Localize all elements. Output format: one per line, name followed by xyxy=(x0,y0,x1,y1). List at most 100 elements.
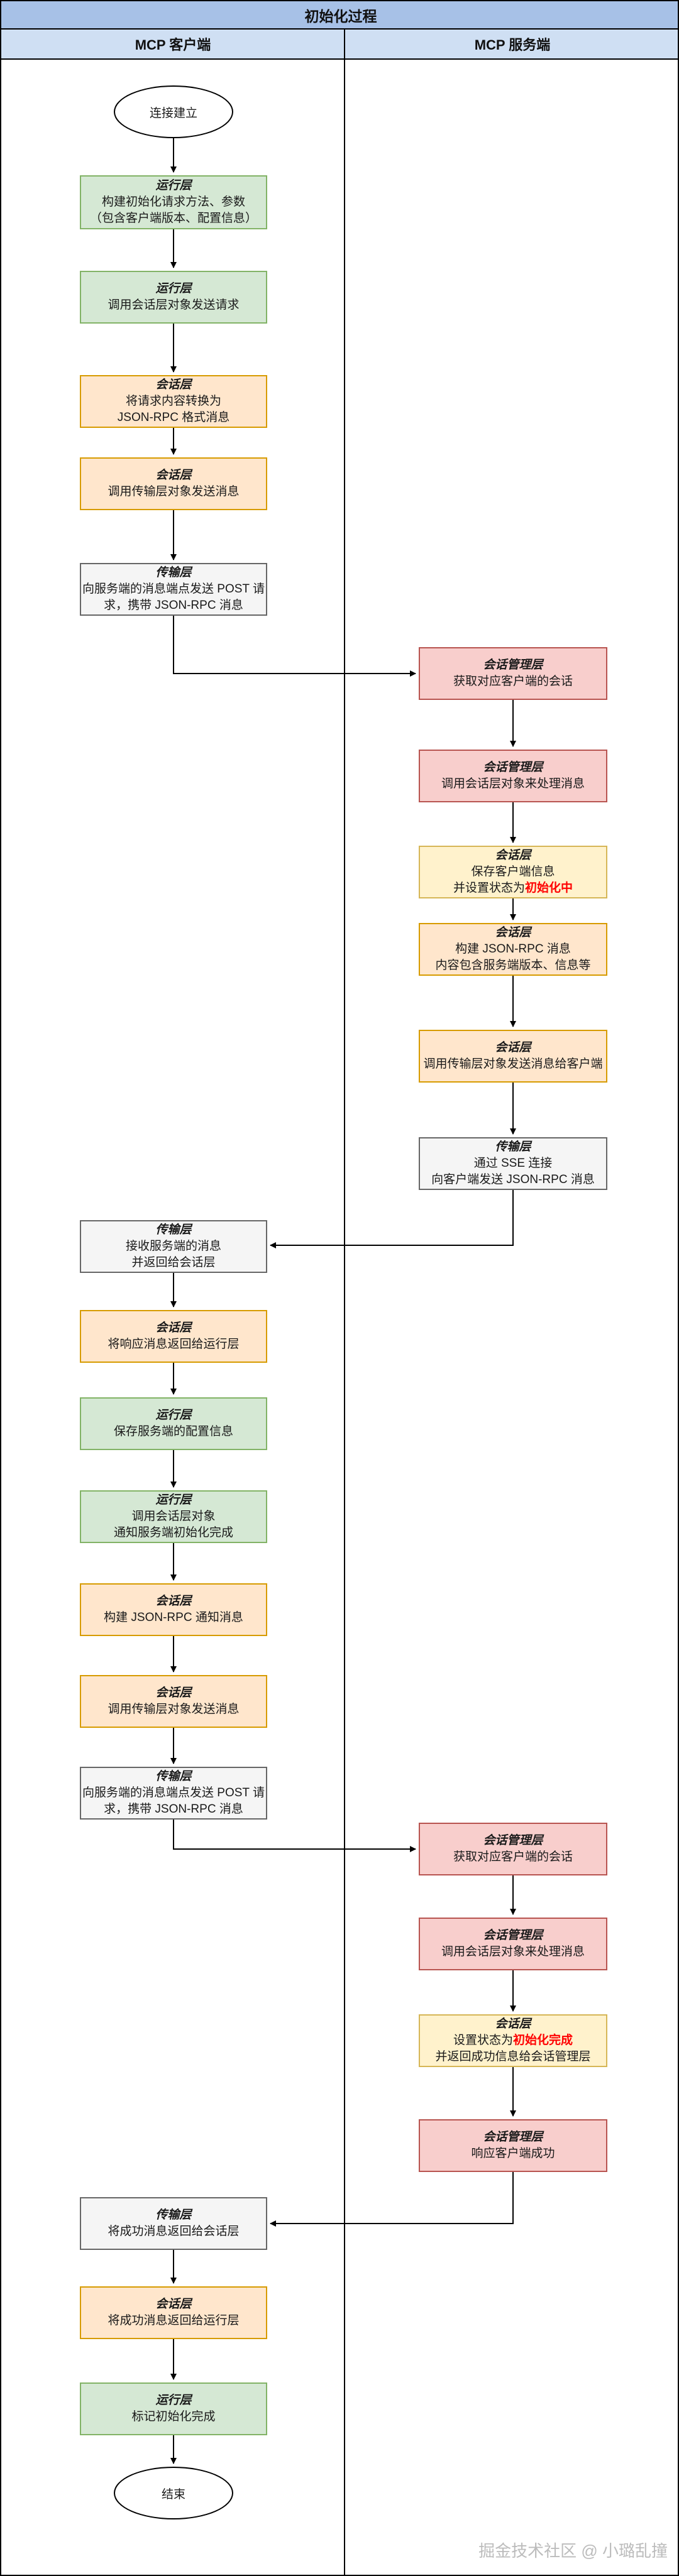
node-layer-title: 运行层 xyxy=(155,1409,192,1422)
node-layer-title: 会话层 xyxy=(155,1686,192,1700)
lane-client-label: MCP 客户端 xyxy=(135,37,211,53)
node-layer-title: 会话层 xyxy=(495,926,531,939)
node-client-runtime-save-server-config: 运行层 保存服务端的配置信息 xyxy=(80,1397,267,1450)
node-client-transport-receive: 传输层 接收服务端的消息 并返回给会话层 xyxy=(80,1220,267,1273)
node-line: 并返回给会话层 xyxy=(131,1256,216,1269)
node-line: 向客户端发送 JSON-RPC 消息 xyxy=(431,1173,595,1186)
node-end-terminator: 结束 xyxy=(114,2467,233,2519)
node-line: 通知服务端初始化完成 xyxy=(113,1526,233,1539)
node-layer-title: 运行层 xyxy=(155,1493,192,1507)
node-server-session-set-initialized: 会话层 设置状态为初始化完成 并返回成功信息给会话管理层 xyxy=(419,2014,607,2067)
node-line: 调用会话层对象 xyxy=(131,1510,216,1523)
node-layer-title: 会话管理层 xyxy=(483,2131,543,2144)
node-line: 通过 SSE 连接 xyxy=(473,1157,553,1170)
lane-server-label: MCP 服务端 xyxy=(474,37,551,53)
node-client-runtime-call-session: 运行层 调用会话层对象发送请求 xyxy=(80,271,267,324)
lane-divider-line xyxy=(344,30,345,2575)
status-prefix: 设置状态为 xyxy=(453,2034,513,2047)
node-client-runtime-notify-initialized: 运行层 调用会话层对象 通知服务端初始化完成 xyxy=(80,1490,267,1543)
node-line: 调用会话层对象来处理消息 xyxy=(441,777,585,790)
node-layer-title: 运行层 xyxy=(155,282,192,295)
node-server-session-save-client-info: 会话层 保存客户端信息 并设置状态为初始化中 xyxy=(419,846,607,898)
node-layer-title: 会话层 xyxy=(155,378,192,391)
node-line: 将成功消息返回给会话层 xyxy=(108,2225,240,2238)
node-client-session-convert-jsonrpc: 会话层 将请求内容转换为 JSON-RPC 格式消息 xyxy=(80,375,267,428)
node-layer-title: 会话层 xyxy=(155,1595,192,1608)
node-layer-title: 会话层 xyxy=(495,849,531,862)
node-layer-title: 会话管理层 xyxy=(483,658,543,672)
node-layer-title: 会话层 xyxy=(155,1321,192,1334)
node-layer-title: 会话管理层 xyxy=(483,1929,543,1942)
watermark-text: 掘金技术社区 @ 小璐乱撞 xyxy=(478,2541,668,2560)
node-line: 调用会话层对象发送请求 xyxy=(108,298,240,312)
node-layer-title: 运行层 xyxy=(155,179,192,192)
node-layer-title: 运行层 xyxy=(155,2394,192,2407)
node-client-session-call-transport-2: 会话层 调用传输层对象发送消息 xyxy=(80,1675,267,1728)
node-layer-title: 会话层 xyxy=(155,469,192,482)
node-server-session-send-to-client: 会话层 调用传输层对象发送消息给客户端 xyxy=(419,1030,607,1083)
diagram-title-bar: 初始化过程 xyxy=(1,1,678,30)
node-line: 将响应消息返回给运行层 xyxy=(108,1338,240,1351)
status-initializing: 初始化中 xyxy=(525,881,573,895)
node-layer-title: 会话层 xyxy=(495,2017,531,2031)
node-line: 标记初始化完成 xyxy=(131,2410,216,2423)
node-line: 保存客户端信息 xyxy=(471,865,555,878)
node-line: JSON-RPC 格式消息 xyxy=(117,411,230,424)
node-line: （包含客户端版本、配置信息） xyxy=(89,212,257,225)
node-client-runtime-build-request: 运行层 构建初始化请求方法、参数 （包含客户端版本、配置信息） xyxy=(80,175,267,229)
node-line: 构建初始化请求方法、参数 xyxy=(101,195,245,209)
node-line-status: 设置状态为初始化完成 xyxy=(453,2033,573,2049)
node-line: 向服务端的消息端点发送 POST 请 xyxy=(82,1786,265,1799)
node-line: 获取对应客户端的会话 xyxy=(453,675,573,688)
lane-header-mcp-client: MCP 客户端 xyxy=(1,30,345,60)
node-line: 构建 JSON-RPC 通知消息 xyxy=(104,1611,243,1624)
node-line: 获取对应客户端的会话 xyxy=(453,1850,573,1864)
node-server-manager-call-session: 会话管理层 调用会话层对象来处理消息 xyxy=(419,750,607,802)
node-layer-title: 会话管理层 xyxy=(483,761,543,774)
status-prefix: 并设置状态为 xyxy=(453,881,525,895)
node-line: 调用传输层对象发送消息给客户端 xyxy=(423,1057,603,1071)
node-client-transport-return-success: 传输层 将成功消息返回给会话层 xyxy=(80,2197,267,2250)
status-initialized: 初始化完成 xyxy=(513,2034,573,2047)
node-server-manager-call-session-2: 会话管理层 调用会话层对象来处理消息 xyxy=(419,1918,607,1970)
node-layer-title: 会话层 xyxy=(155,2298,192,2311)
node-line: 响应客户端成功 xyxy=(471,2147,555,2160)
node-server-manager-respond-success: 会话管理层 响应客户端成功 xyxy=(419,2119,607,2172)
node-line: 构建 JSON-RPC 消息 xyxy=(455,942,571,956)
node-layer-title: 传输层 xyxy=(155,2208,192,2222)
node-server-manager-get-session: 会话管理层 获取对应客户端的会话 xyxy=(419,647,607,700)
node-client-transport-post-request-2: 传输层 向服务端的消息端点发送 POST 请 求，携带 JSON-RPC 消息 xyxy=(80,1767,267,1820)
node-line: 求，携带 JSON-RPC 消息 xyxy=(104,1803,243,1816)
node-line: 将请求内容转换为 xyxy=(125,395,221,408)
node-line: 接收服务端的消息 xyxy=(125,1240,221,1253)
node-line: 保存服务端的配置信息 xyxy=(113,1425,233,1438)
node-client-session-return-response: 会话层 将响应消息返回给运行层 xyxy=(80,1310,267,1363)
node-line: 调用传输层对象发送消息 xyxy=(108,1703,240,1716)
node-layer-title: 传输层 xyxy=(155,1223,192,1236)
node-line: 调用传输层对象发送消息 xyxy=(108,485,240,498)
node-layer-title: 会话管理层 xyxy=(483,1834,543,1847)
node-line: 并返回成功信息给会话管理层 xyxy=(435,2050,591,2063)
lane-header-mcp-server: MCP 服务端 xyxy=(345,30,678,60)
node-line-status: 并设置状态为初始化中 xyxy=(453,880,573,897)
node-layer-title: 传输层 xyxy=(155,1770,192,1783)
node-server-session-build-jsonrpc: 会话层 构建 JSON-RPC 消息 内容包含服务端版本、信息等 xyxy=(419,923,607,976)
node-line: 内容包含服务端版本、信息等 xyxy=(435,959,591,972)
node-layer-title: 传输层 xyxy=(155,566,192,579)
node-client-transport-post-request: 传输层 向服务端的消息端点发送 POST 请 求，携带 JSON-RPC 消息 xyxy=(80,563,267,616)
end-label: 结束 xyxy=(161,2487,185,2501)
node-line: 向服务端的消息端点发送 POST 请 xyxy=(82,582,265,596)
node-client-runtime-mark-complete: 运行层 标记初始化完成 xyxy=(80,2382,267,2435)
node-layer-title: 会话层 xyxy=(495,1041,531,1054)
node-server-manager-get-session-2: 会话管理层 获取对应客户端的会话 xyxy=(419,1823,607,1875)
diagram-title: 初始化过程 xyxy=(304,8,377,25)
node-line: 调用会话层对象来处理消息 xyxy=(441,1945,585,1958)
node-start-terminator: 连接建立 xyxy=(114,85,233,138)
node-client-session-call-transport: 会话层 调用传输层对象发送消息 xyxy=(80,457,267,510)
node-server-transport-sse-send: 传输层 通过 SSE 连接 向客户端发送 JSON-RPC 消息 xyxy=(419,1137,607,1190)
node-layer-title: 传输层 xyxy=(495,1140,531,1154)
node-client-session-build-notification: 会话层 构建 JSON-RPC 通知消息 xyxy=(80,1583,267,1636)
node-line: 求，携带 JSON-RPC 消息 xyxy=(104,599,243,612)
